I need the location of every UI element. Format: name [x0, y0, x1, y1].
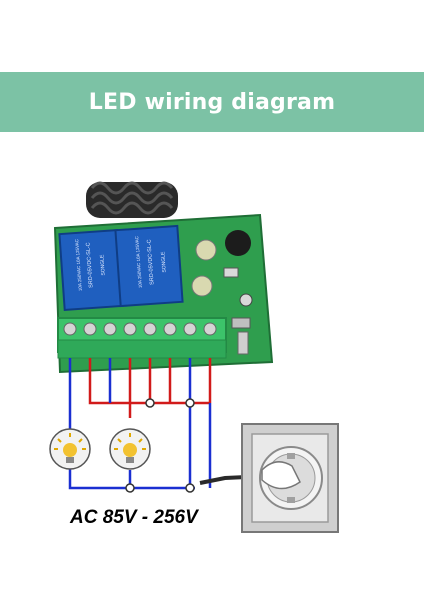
relay-1: SRD-05VDC-SL-C 10A 250VAC 10A 125VAC SON…	[58, 229, 124, 311]
capacitor	[195, 239, 217, 261]
pin-header	[239, 293, 253, 307]
junction-dots	[125, 398, 195, 493]
neutral-wires	[68, 358, 212, 490]
live-wires	[88, 358, 212, 418]
lamp-icon	[109, 428, 151, 470]
relay-1-model: SRD-05VDC-SL-C	[85, 242, 94, 288]
relay-board: SRD-05VDC-SL-C 10A 250VAC 10A 125VAC SON…	[53, 213, 274, 374]
diode	[237, 331, 249, 355]
relay-2-rating: 10A 250VAC 10A 125VAC	[134, 235, 143, 288]
relay-2-model: SRD-05VDC-SL-C	[146, 239, 155, 285]
voltage-label: AC 85V - 256V	[70, 507, 198, 528]
antenna-icon	[86, 181, 178, 218]
relay-2: SRD-05VDC-SL-C 10A 250VAC 10A 125VAC SON…	[114, 224, 184, 308]
capacitor	[225, 230, 251, 256]
title-banner: LED wiring diagram	[0, 72, 424, 132]
relay-1-brand: SONGLE	[99, 254, 106, 276]
power-socket-icon	[241, 423, 339, 533]
lamp-icon	[49, 428, 91, 470]
relay-1-rating: 10A 250VAC 10A 125VAC	[74, 238, 83, 291]
relay-2-brand: SONGLE	[160, 251, 167, 273]
page-title: LED wiring diagram	[88, 89, 336, 115]
terminal-block	[57, 317, 227, 359]
resistor	[231, 317, 251, 329]
capacitor	[191, 275, 213, 297]
resistor	[223, 267, 239, 278]
